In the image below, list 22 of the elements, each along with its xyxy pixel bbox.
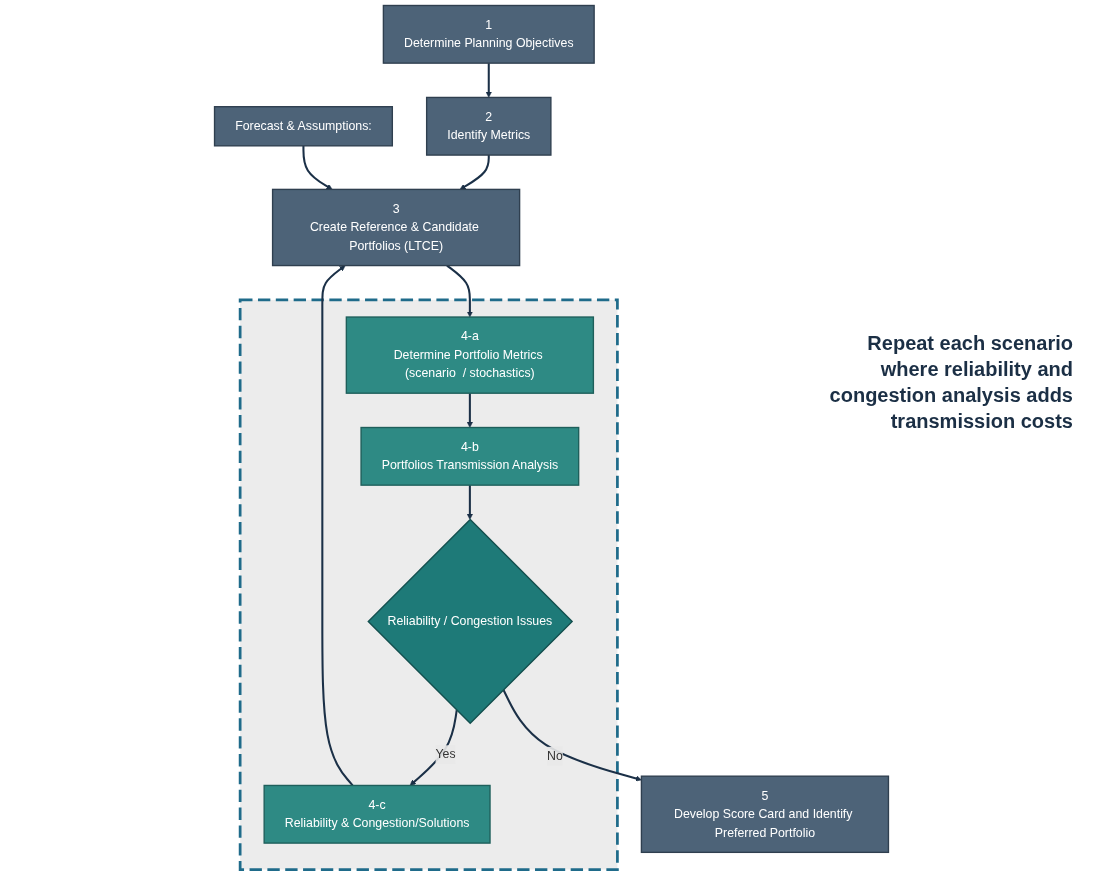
- node-box: Forecast & Assumptions:: [213, 106, 394, 147]
- arrow: [321, 265, 354, 787]
- note-text: Repeat each scenario where reliability and congestion analysis adds transmission costs: [828, 331, 1073, 434]
- edge-label: No: [547, 748, 563, 763]
- arrow: [409, 710, 458, 786]
- arrow: [502, 689, 642, 782]
- node-box: 4-b Portfolios Transmission Analysis: [360, 426, 580, 486]
- arrow: [446, 264, 473, 318]
- node-box: 4-a Determine Portfolio Metrics (scenario / stochastics): [345, 316, 595, 394]
- node-box: 2 Identify Metrics: [425, 96, 552, 156]
- node-box: 3 Create Reference & Candidate Portfolios (LTCE): [271, 188, 521, 267]
- arrow: [302, 145, 333, 190]
- arrow: [459, 155, 490, 190]
- arrow: [485, 63, 492, 98]
- node-diamond: Reliability / Congestion Issues: [367, 518, 574, 725]
- arrow: [466, 485, 473, 520]
- node-box: 1 Determine Planning Objectives: [382, 4, 595, 64]
- node-box: 4-c Reliability & Congestion/Solutions: [263, 784, 491, 844]
- node-box: 5 Develop Score Card and Identify Preferred Portfolio: [640, 775, 890, 854]
- arrow: [466, 393, 473, 428]
- cluster: [238, 298, 619, 871]
- edge-label: Yes: [435, 747, 456, 761]
